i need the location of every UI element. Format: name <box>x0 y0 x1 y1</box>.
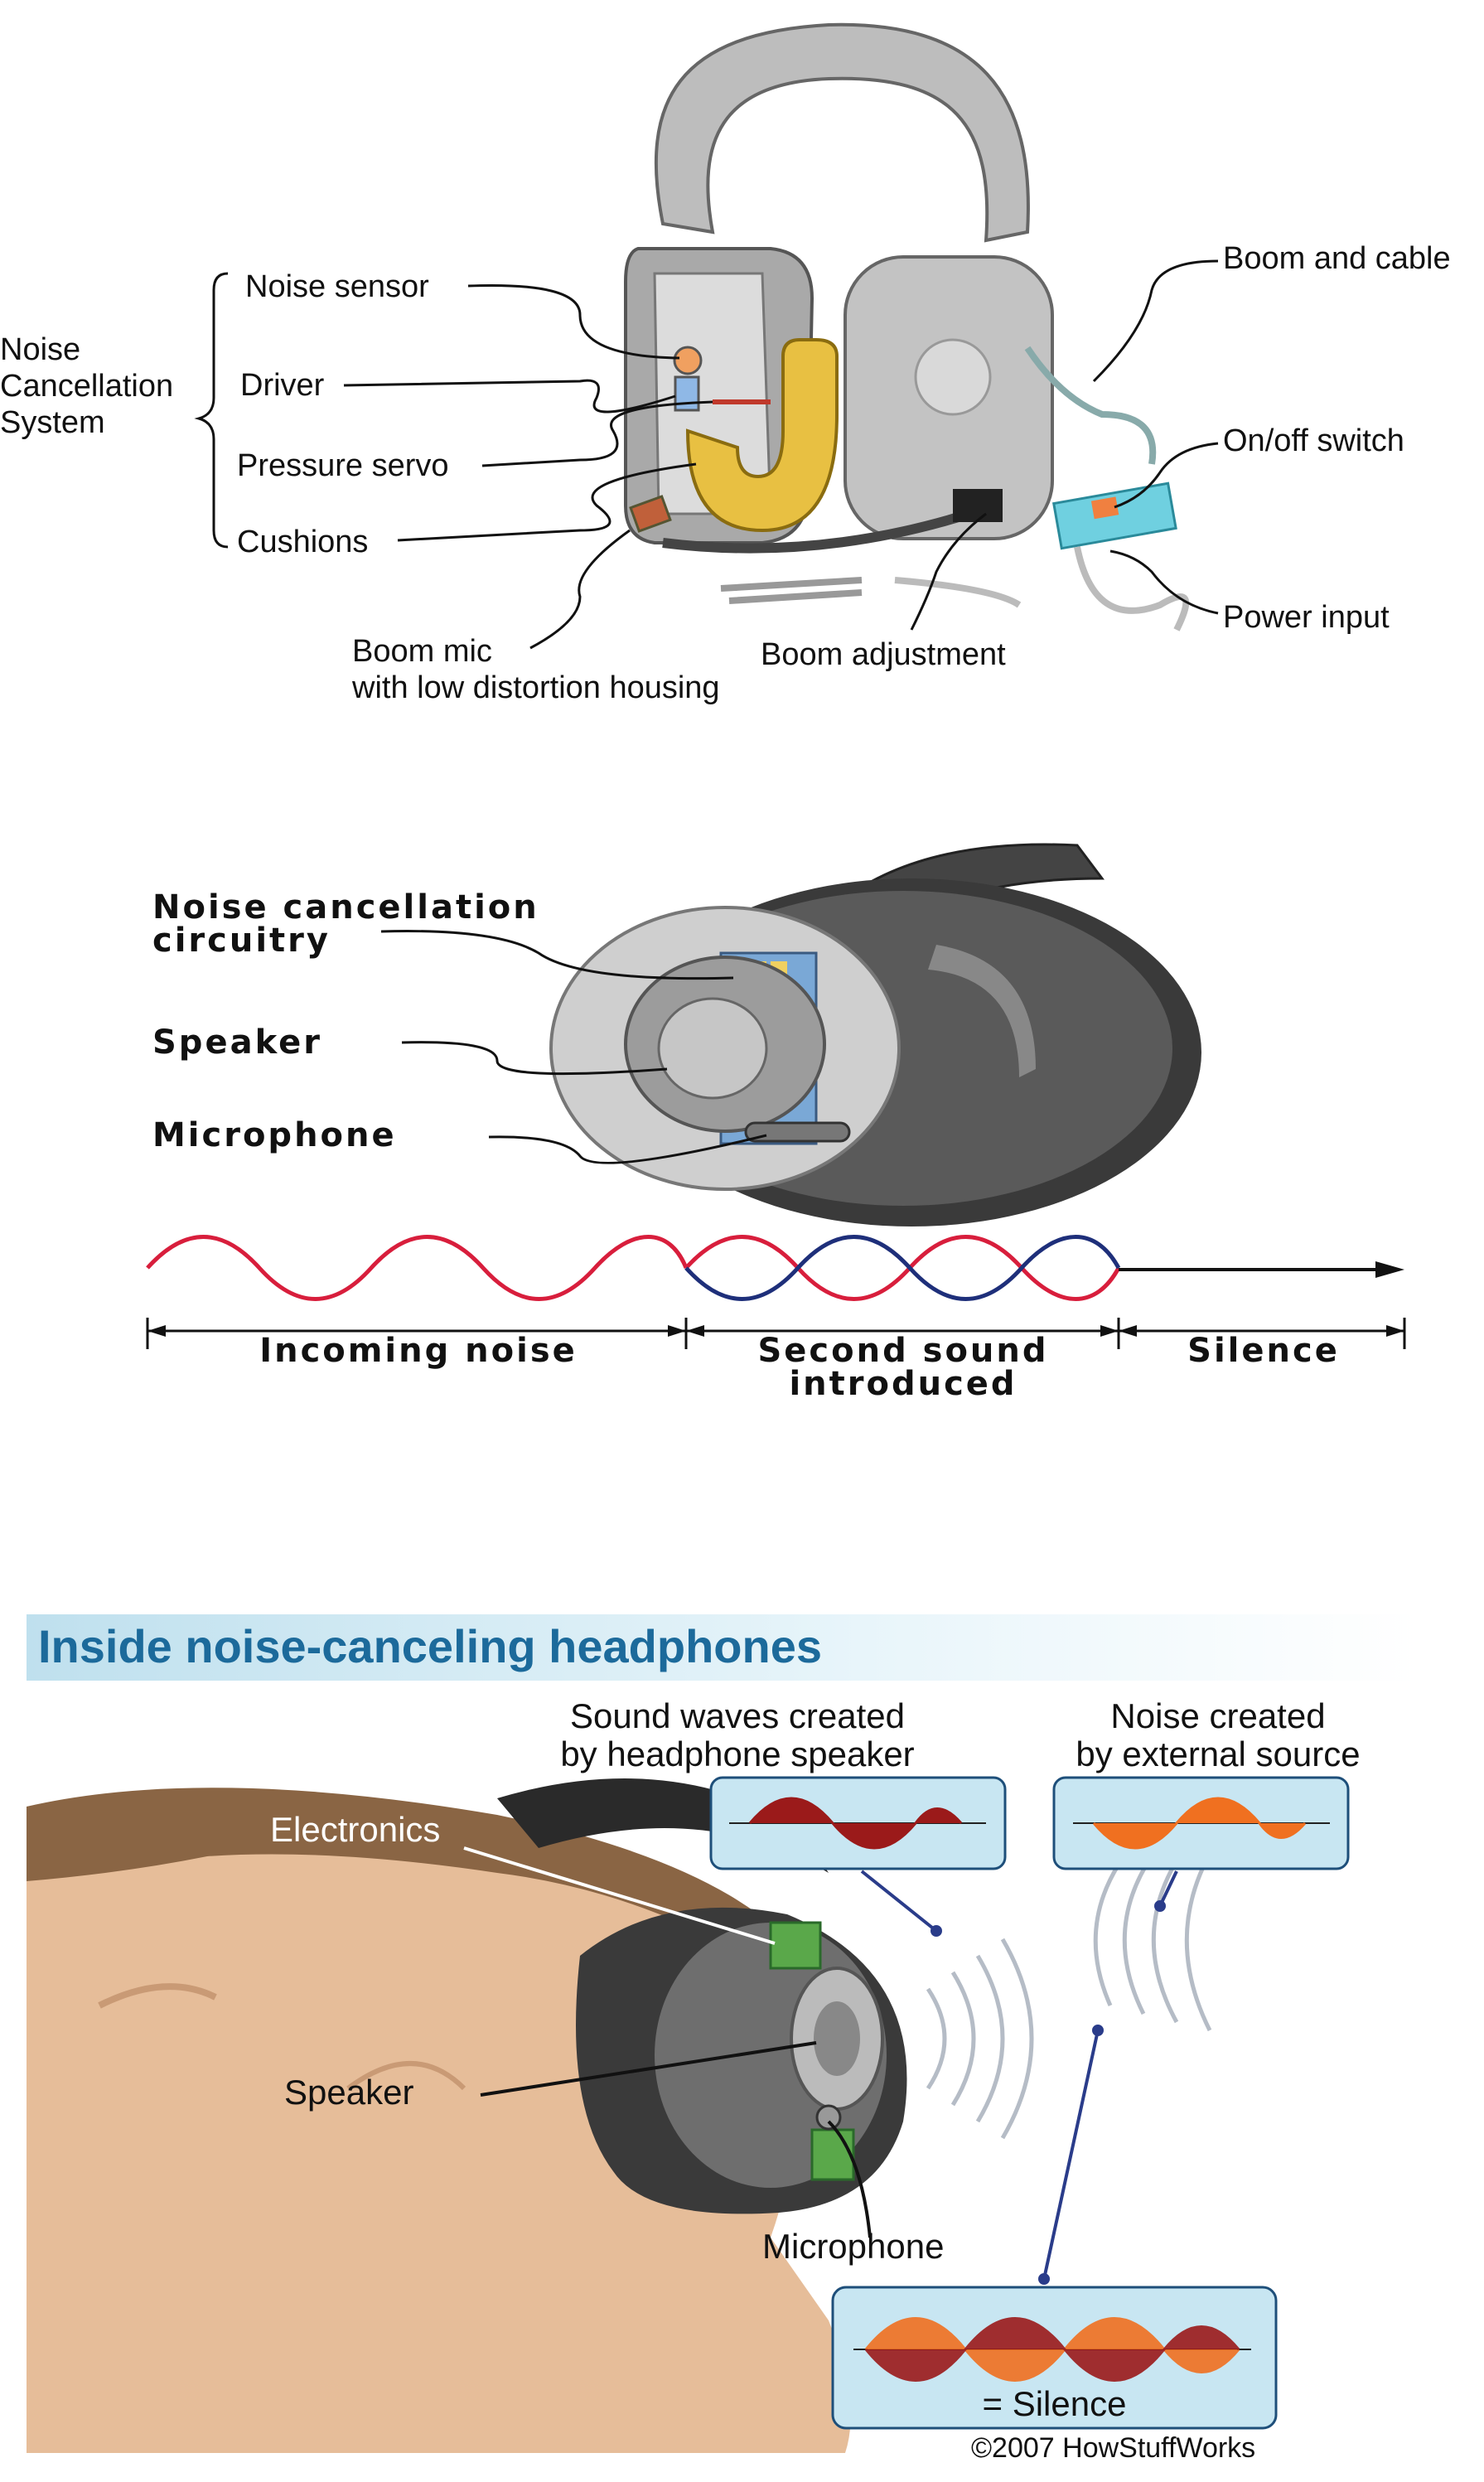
silence-label-3: = Silence <box>982 2384 1127 2423</box>
cushions-label: Cushions <box>237 525 369 559</box>
power-input-label: Power input <box>1223 600 1390 635</box>
on-off-switch-label: On/off switch <box>1223 423 1404 458</box>
second-sound-blue-wave <box>684 1235 1121 1301</box>
system-brace <box>194 272 229 549</box>
external-noise-caption: Noise created by external source <box>1076 1696 1361 1773</box>
electronics-board <box>769 1921 822 1970</box>
switch-box <box>1051 481 1177 550</box>
microphone-label-3: Microphone <box>762 2227 945 2266</box>
noise-sensor-part <box>673 346 703 375</box>
driver-label: Driver <box>240 368 325 403</box>
title-banner: Inside noise-canceling headphones <box>27 1614 1419 1681</box>
speaker-waves-caption: Sound waves created by headphone speaker <box>560 1696 915 1773</box>
speaker-wave-box <box>709 1776 1007 1870</box>
silence-box <box>831 2286 1278 2430</box>
speaker-label-2: Speaker <box>152 1023 322 1062</box>
driver-part <box>674 375 700 412</box>
microphone-part <box>744 1121 851 1143</box>
boom-adjustment-label: Boom adjustment <box>761 637 1006 672</box>
headband <box>654 22 1030 243</box>
electronics-label: Electronics <box>270 1810 441 1849</box>
incoming-noise-wave <box>146 1235 689 1301</box>
noise-cancellation-system-label: Noise Cancellation System <box>0 332 174 440</box>
microphone-part-3 <box>815 2104 842 2131</box>
boom-mic-label: Boom mic with low distortion housing <box>352 634 720 705</box>
cable <box>1024 346 1157 465</box>
boom-arm <box>662 501 996 554</box>
copyright: ©2007 HowStuffWorks <box>971 2432 1256 2464</box>
boom-and-cable-label: Boom and cable <box>1223 241 1451 276</box>
pressure-servo-label: Pressure servo <box>237 448 449 483</box>
hair <box>27 1788 779 1956</box>
circuitry-label: Noise cancellation circuitry <box>152 888 539 960</box>
second-sound-label: Second sound introduced <box>757 1332 1049 1403</box>
microphone-label-2: Microphone <box>152 1116 397 1154</box>
speaker-label-3: Speaker <box>284 2073 414 2112</box>
cushion-part <box>685 338 839 533</box>
noise-sensor-label: Noise sensor <box>245 269 429 304</box>
panel3-title: Inside noise-canceling headphones <box>38 1620 822 1672</box>
incoming-noise-label: Incoming noise <box>259 1332 578 1370</box>
boom-mic-part <box>629 495 672 533</box>
silence-label: Silence <box>1187 1332 1340 1370</box>
external-wave-box <box>1052 1776 1350 1870</box>
